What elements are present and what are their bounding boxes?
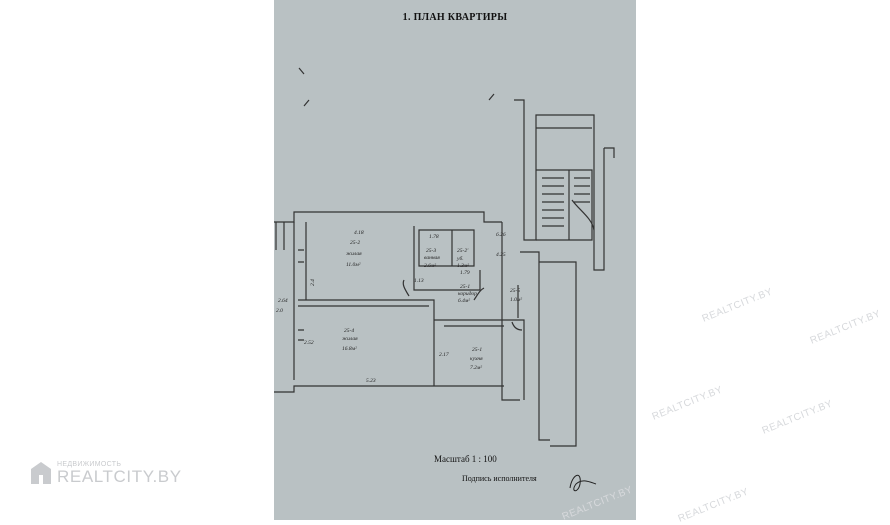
bath-wall [413, 226, 481, 291]
brand-watermark: НЕДВИЖИМОСТЬ REALTCITY.BY [30, 461, 182, 485]
top-wall [274, 211, 502, 223]
scale-label: Масштаб 1 : 100 [434, 454, 497, 464]
brand-tagline: НЕДВИЖИМОСТЬ [57, 461, 122, 468]
brand-name: REALTCITY.BY [57, 467, 182, 486]
room-25-1-area: 6.4м² [458, 297, 470, 304]
room-25-4-id: 25-4 [344, 327, 354, 334]
document-title: 1. ПЛАН КВАРТИРЫ [402, 12, 508, 23]
room-25-4-area: 16.8м² [342, 346, 357, 352]
watermark-text: REALTCITY.BY [700, 286, 775, 325]
room-25-4-name: жилая [342, 336, 358, 342]
room-25-3-id: 25-3 [426, 248, 436, 254]
dimension-2: 6.26 [496, 232, 506, 238]
signature-label: Подпись исполнителя [462, 474, 537, 483]
stair-wall [514, 99, 605, 271]
room-25-2-id: 25-2 [350, 240, 360, 246]
room-25-1-name: коридор [458, 290, 477, 297]
room-25-3-width: 1.78 [429, 234, 439, 240]
watermark-text: REALTCITY.BY [650, 384, 725, 423]
room-kitchen-area: 7.2м² [470, 365, 482, 371]
watermark-text: REALTCITY.BY [808, 308, 883, 347]
watermark-text: REALTCITY.BY [760, 398, 835, 437]
floor-plan-drawing: 4.18 25-2 жилая 11.0м² 2.4 1.78 25-3 ван… [274, 67, 615, 492]
room-kitchen-name: кухня [470, 356, 483, 362]
dimension-4: 2.17 [439, 352, 449, 358]
dimension-6: 2.64 [278, 297, 288, 304]
room-25-2-area: 11.0м² [346, 262, 361, 268]
dimension-3: 4.25 [496, 251, 506, 258]
room-25-2-depth: 2.4 [309, 279, 316, 286]
room-kitchen-id: 25-1 [472, 347, 482, 353]
dimension-5: 2.52 [304, 340, 314, 346]
room-25-3-area: 2.6м² [424, 263, 436, 269]
floor-plan-sheet: 1. ПЛАН КВАРТИРЫ [274, 0, 636, 520]
room-25-4-width: 5.23 [366, 378, 376, 384]
house-logo-icon [31, 462, 51, 484]
room-25-2b-area: 1.3м² [457, 263, 469, 269]
room-25-5-id: 25-5 [510, 288, 520, 294]
watermark-text: REALTCITY.BY [676, 486, 751, 525]
room-25-2b-name: уб. [456, 255, 464, 262]
room-25-1-id: 25-1 [460, 284, 470, 290]
room-25-2-width: 4.18 [354, 229, 364, 236]
bottom-wall [274, 385, 504, 393]
dimension-8: 1.79 [460, 270, 470, 276]
room-25-2b-id: 25-2' [457, 248, 469, 254]
dimension-1: 1.13 [414, 278, 424, 284]
dimension-7: 2.0 [276, 308, 283, 314]
signature-mark [569, 474, 597, 492]
room-25-2-name: жилая [346, 251, 362, 257]
room-25-3-name: ванная [424, 255, 440, 261]
room-25-5-area: 1.0м² [510, 297, 522, 303]
partition-wall [298, 222, 435, 386]
